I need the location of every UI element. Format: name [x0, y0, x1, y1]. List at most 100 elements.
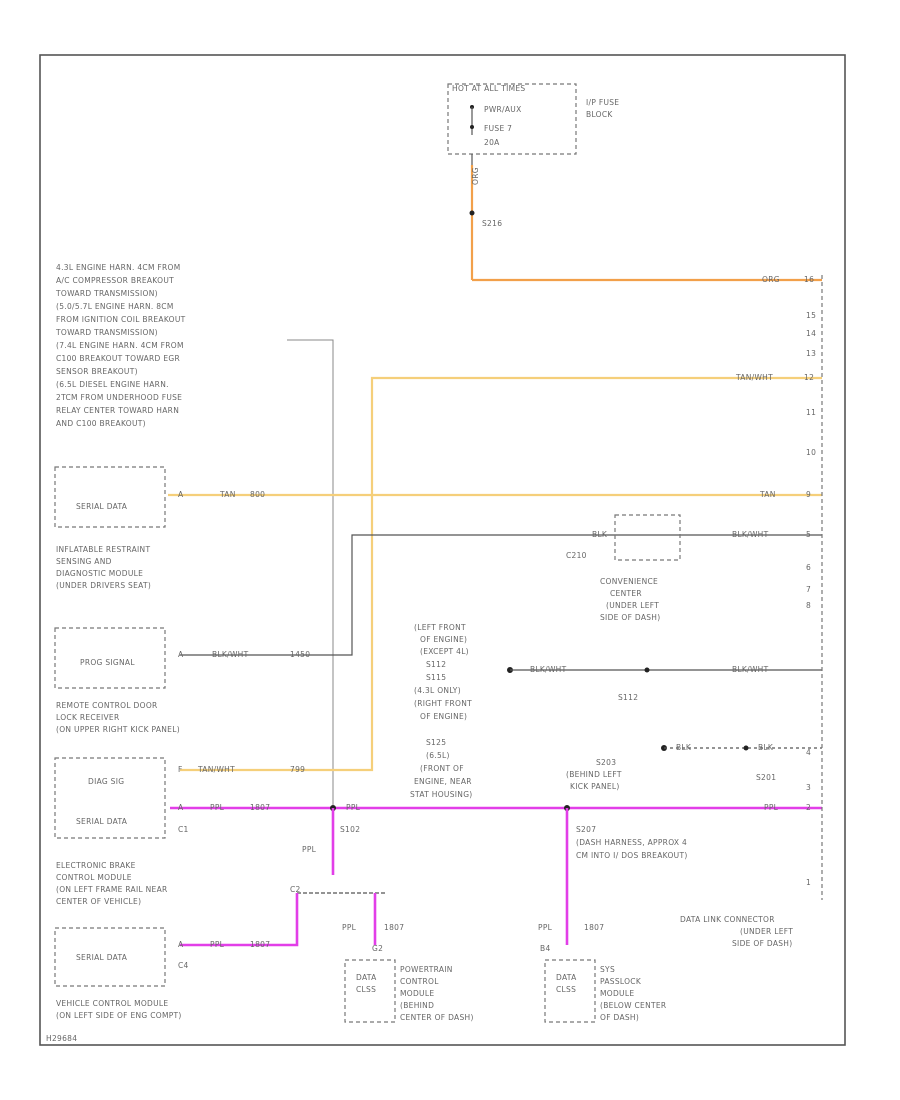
svg-text:S203: S203: [596, 758, 616, 767]
ppl-dlc-label: PPL: [764, 803, 779, 812]
svg-text:STAT HOUSING): STAT HOUSING): [410, 790, 473, 799]
svg-text:(6.5L): (6.5L): [426, 751, 450, 760]
svg-text:SENSOR BREAKOUT): SENSOR BREAKOUT): [56, 367, 138, 376]
svg-text:(EXCEPT 4L): (EXCEPT 4L): [420, 647, 469, 656]
convenience-center-outline: [614, 514, 681, 561]
svg-text:DIAGNOSTIC MODULE: DIAGNOSTIC MODULE: [56, 569, 143, 578]
ppl-circuit: A PPL 1807 PPL PPL 2 S102 S207 (DASH HAR…: [170, 803, 822, 953]
svg-text:(4.3L ONLY): (4.3L ONLY): [414, 686, 461, 695]
dlc-pin-6: 6: [806, 563, 811, 572]
s216-dot: [469, 210, 475, 216]
svg-text:(6.5L DIESEL ENGINE HARN.: (6.5L DIESEL ENGINE HARN.: [56, 380, 169, 389]
fuse-block-header: HOT AT ALL TIMES: [452, 84, 525, 93]
tan-wht-dlc-label: TAN/WHT: [735, 373, 773, 382]
svg-text:(FRONT OF: (FRONT OF: [420, 764, 464, 773]
blk-wht-circuit: 1450: [290, 650, 310, 659]
pcm-module: DATA CLSS POWERTRAIN CONTROL MODULE (BEH…: [344, 959, 473, 1023]
irsd-box: [54, 466, 166, 528]
s203-note: S203 (BEHIND LEFT KICK PANEL): [566, 758, 622, 791]
svg-text:OF ENGINE): OF ENGINE): [420, 712, 467, 721]
dlc-pin-8: 8: [806, 601, 811, 610]
engine-harness-leader: [287, 339, 334, 805]
svg-text:(BEHIND: (BEHIND: [400, 1001, 434, 1010]
ppl-vcm-circuit: 1807: [250, 940, 270, 949]
convenience-3: (UNDER LEFT: [606, 601, 659, 610]
svg-text:2TCM FROM UNDERHOOD FUSE: 2TCM FROM UNDERHOOD FUSE: [56, 393, 182, 402]
ppl-ebcm-label: PPL: [210, 803, 225, 812]
svg-text:(BEHIND LEFT: (BEHIND LEFT: [566, 770, 622, 779]
svg-text:LOCK RECEIVER: LOCK RECEIVER: [56, 713, 119, 722]
c2-pin-label: C2: [290, 885, 301, 894]
tan-irsd-pin: A: [178, 490, 184, 499]
ppl-dlc-pin: 2: [806, 803, 811, 812]
dlc-pin-7: 7: [806, 585, 811, 594]
s201-circuit: BLK BLK S201: [661, 743, 822, 782]
svg-text:(UNDER LEFT: (UNDER LEFT: [740, 927, 793, 936]
svg-text:RELAY CENTER TOWARD HARN: RELAY CENTER TOWARD HARN: [56, 406, 179, 415]
tan-wht-circuit: TAN/WHT 12 TAN/WHT 799: [180, 373, 822, 774]
svg-text:(BELOW CENTER: (BELOW CENTER: [600, 1001, 666, 1010]
theft-box: [544, 959, 596, 1023]
svg-text:REMOTE CONTROL DOOR: REMOTE CONTROL DOOR: [56, 701, 158, 710]
ppl-drop-label: PPL: [302, 845, 317, 854]
rcdlr-module: PROG SIGNAL REMOTE CONTROL DOOR LOCK REC…: [54, 627, 180, 734]
ppl-pcm-circuit: 1807: [384, 923, 404, 932]
fuse-location-1: I/P FUSE: [586, 98, 619, 107]
blk-wht-wire: [180, 534, 822, 656]
svg-text:(UNDER DRIVERS SEAT): (UNDER DRIVERS SEAT): [56, 581, 151, 590]
org-wire-label-vertical: ORG: [471, 167, 480, 185]
fuse-block: HOT AT ALL TIMES PWR/AUX FUSE 7 20A I/P …: [447, 83, 619, 155]
svg-text:S125: S125: [426, 738, 446, 747]
ebcm-box: [54, 757, 166, 839]
dlc-pin-14: 14: [806, 329, 816, 338]
fuse-terminal-mid: [470, 125, 474, 129]
vcm-module: SERIAL DATA C4 VEHICLE CONTROL MODULE (O…: [54, 927, 188, 1020]
engine-location-notes: (LEFT FRONT OF ENGINE) (EXCEPT 4L) S112 …: [410, 623, 473, 799]
ppl-ebcm-pin: A: [178, 803, 184, 812]
svg-text:CONTROL: CONTROL: [400, 977, 439, 986]
svg-text:A/C COMPRESSOR BREAKOUT: A/C COMPRESSOR BREAKOUT: [56, 276, 174, 285]
ppl-ebcm-circuit: 1807: [250, 803, 270, 812]
rcdlr-pin: A: [178, 650, 184, 659]
tan-wht-wire: [180, 376, 822, 772]
svg-text:S115: S115: [426, 673, 446, 682]
ppl-theft-pin: B4: [540, 944, 551, 953]
s207-label: S207: [576, 825, 596, 834]
tan-circuit: A TAN 800 TAN 9: [168, 490, 822, 499]
ppl-theft-label: PPL: [538, 923, 553, 932]
svg-text:(LEFT FRONT: (LEFT FRONT: [414, 623, 466, 632]
svg-text:SIDE OF DASH): SIDE OF DASH): [732, 939, 792, 948]
svg-text:SYS: SYS: [600, 965, 615, 974]
blk-wht-rcdlr-label: BLK/WHT: [212, 650, 249, 659]
s112-wire-label: BLK/WHT: [530, 665, 567, 674]
tan-wht-rcdlr-label: TAN/WHT: [197, 765, 235, 774]
svg-text:(ON LEFT SIDE OF ENG COMPT): (ON LEFT SIDE OF ENG COMPT): [56, 1011, 182, 1020]
svg-text:DATA: DATA: [556, 973, 577, 982]
ppl-theft-circuit: 1807: [584, 923, 604, 932]
s112-label: S112: [618, 693, 638, 702]
svg-text:DATA: DATA: [356, 973, 377, 982]
ebcm-box-label-1: DIAG SIG: [88, 777, 124, 786]
tan-dlc-pin: 9: [806, 490, 811, 499]
ebcm-box-label-2: SERIAL DATA: [76, 817, 128, 826]
org-circuit: ORG S216 ORG 16: [469, 154, 822, 284]
svg-text:TOWARD TRANSMISSION): TOWARD TRANSMISSION): [55, 289, 158, 298]
svg-text:S112: S112: [426, 660, 446, 669]
s201-blk-label-2: BLK: [758, 743, 774, 752]
convenience-4: SIDE OF DASH): [600, 613, 660, 622]
irsd-box-label: SERIAL DATA: [76, 502, 128, 511]
dlc-pin-1: 1: [806, 878, 811, 887]
vcm-box-label: SERIAL DATA: [76, 953, 128, 962]
s201-blk-label-1: BLK: [676, 743, 692, 752]
fuse-line-1: PWR/AUX: [484, 105, 522, 114]
fuse-line-2: FUSE 7: [484, 124, 512, 133]
irsd-module: SERIAL DATA INFLATABLE RESTRAINT SENSING…: [54, 466, 166, 590]
svg-text:ELECTRONIC BRAKE: ELECTRONIC BRAKE: [56, 861, 136, 870]
svg-text:CLSS: CLSS: [356, 985, 376, 994]
svg-text:INFLATABLE RESTRAINT: INFLATABLE RESTRAINT: [56, 545, 150, 554]
svg-text:DATA LINK CONNECTOR: DATA LINK CONNECTOR: [680, 915, 775, 924]
svg-text:C100 BREAKOUT TOWARD EGR: C100 BREAKOUT TOWARD EGR: [56, 354, 180, 363]
